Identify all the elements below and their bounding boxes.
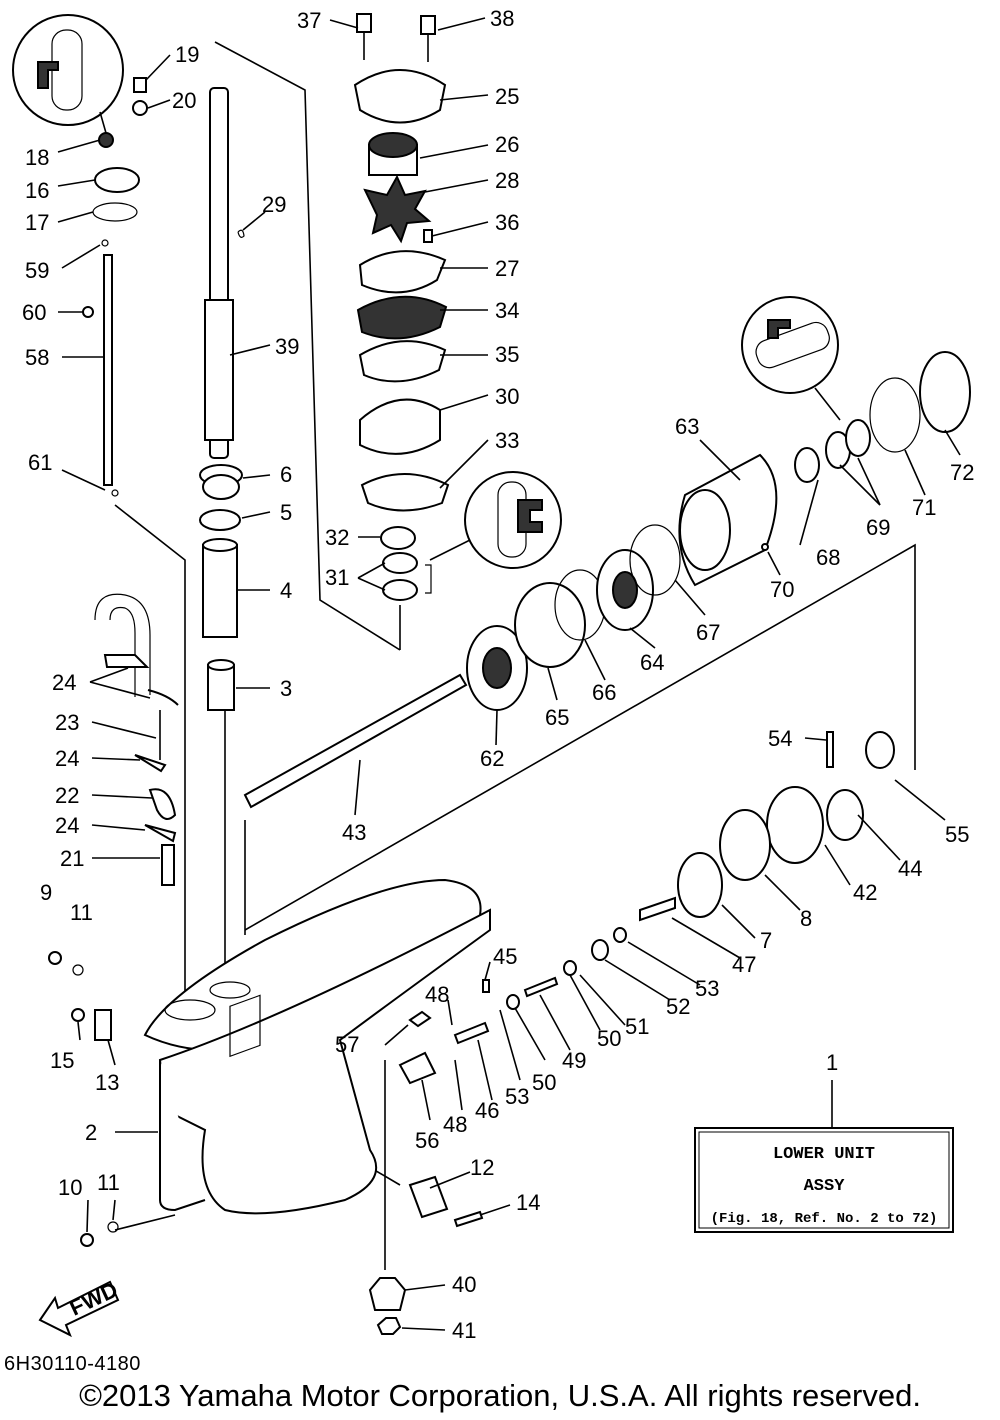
callout-3: 3: [280, 676, 292, 701]
sealant-detail-circle-2: [429, 471, 562, 569]
callout-leaders: [57, 17, 961, 1331]
copyright-notice: ©2013 Yamaha Motor Corporation, U.S.A. A…: [79, 1378, 921, 1413]
callout-10: 10: [58, 1175, 82, 1200]
callout-60: 60: [22, 300, 46, 325]
callout-43: 43: [342, 820, 366, 845]
callout-18: 18: [25, 145, 49, 170]
callout-11-a: 11: [70, 900, 93, 925]
callout-13: 13: [95, 1070, 119, 1095]
callout-57: 57: [335, 1032, 359, 1057]
drive-shaft-parts: [82, 77, 245, 711]
callout-71: 71: [912, 495, 936, 520]
assembly-subtitle: ASSY: [804, 1177, 846, 1196]
callout-8: 8: [800, 906, 812, 931]
callout-41: 41: [452, 1318, 476, 1343]
callout-49: 49: [562, 1048, 586, 1073]
callout-numbers: 37 38 19 20 25 26 28 18 16 17 29 36 59 2…: [22, 6, 974, 1343]
callout-24-c: 24: [55, 813, 79, 838]
callout-51: 51: [625, 1014, 649, 1039]
callout-20: 20: [172, 88, 196, 113]
callout-16: 16: [25, 178, 49, 203]
callout-70: 70: [770, 577, 794, 602]
callout-36: 36: [495, 210, 519, 235]
callout-32: 32: [325, 525, 349, 550]
callout-62: 62: [480, 746, 504, 771]
hose-fittings: [94, 593, 179, 886]
callout-24-a: 24: [52, 670, 76, 695]
callout-48-b: 48: [443, 1112, 467, 1137]
callout-65: 65: [545, 705, 569, 730]
callout-68: 68: [816, 545, 840, 570]
callout-44: 44: [898, 856, 922, 881]
callout-66: 66: [592, 680, 616, 705]
fwd-arrow: FWD: [38, 1277, 122, 1338]
callout-37: 37: [297, 8, 321, 33]
callout-55: 55: [945, 822, 969, 847]
callout-6: 6: [280, 462, 292, 487]
callout-22: 22: [55, 783, 79, 808]
callout-2: 2: [85, 1120, 97, 1145]
callout-40: 40: [452, 1272, 476, 1297]
callout-69: 69: [866, 515, 890, 540]
callout-4: 4: [280, 578, 292, 603]
callout-59: 59: [25, 258, 49, 283]
callout-19: 19: [175, 42, 199, 67]
callout-21: 21: [60, 846, 84, 871]
grease-detail-circle: [741, 296, 841, 421]
callout-53-a: 53: [695, 976, 719, 1001]
callout-35: 35: [495, 342, 519, 367]
callout-67: 67: [696, 620, 720, 645]
diagram-part-code: 6H30110-4180: [4, 1353, 141, 1375]
callout-29: 29: [262, 192, 286, 217]
assembly-title: LOWER UNIT: [773, 1145, 875, 1164]
callout-9: 9: [40, 880, 52, 905]
callout-63: 63: [675, 414, 699, 439]
callout-54: 54: [768, 726, 792, 751]
callout-17: 17: [25, 210, 49, 235]
callout-45: 45: [493, 944, 517, 969]
callout-72: 72: [950, 460, 974, 485]
callout-23: 23: [55, 710, 79, 735]
callout-39: 39: [275, 334, 299, 359]
callout-33: 33: [495, 428, 519, 453]
callout-27: 27: [495, 256, 519, 281]
callout-26: 26: [495, 132, 519, 157]
assembly-reference: (Fig. 18, Ref. No. 2 to 72): [711, 1211, 938, 1227]
lower-case-housing: [143, 878, 491, 1215]
callout-25: 25: [495, 84, 519, 109]
callout-14: 14: [516, 1190, 540, 1215]
callout-46: 46: [475, 1098, 499, 1123]
callout-56: 56: [415, 1128, 439, 1153]
assembly-box: 1 LOWER UNIT ASSY (Fig. 18, Ref. No. 2 t…: [694, 1050, 954, 1233]
callout-30: 30: [495, 384, 519, 409]
callout-53-b: 53: [505, 1084, 529, 1109]
callout-52: 52: [666, 994, 690, 1019]
callout-42: 42: [853, 880, 877, 905]
water-pump-parts: [353, 13, 450, 601]
callout-7: 7: [760, 928, 772, 953]
callout-61: 61: [28, 450, 52, 475]
callout-47: 47: [732, 952, 756, 977]
small-fasteners: [48, 951, 484, 1335]
callout-15: 15: [50, 1048, 74, 1073]
callout-12: 12: [470, 1155, 494, 1180]
callout-24-b: 24: [55, 746, 79, 771]
callout-28: 28: [495, 168, 519, 193]
fwd-label: FWD: [66, 1277, 122, 1321]
callout-34: 34: [495, 298, 519, 323]
callout-50-b: 50: [532, 1070, 556, 1095]
callout-48-a: 48: [425, 982, 449, 1007]
callout-38: 38: [490, 6, 514, 31]
callout-58: 58: [25, 345, 49, 370]
callout-50-a: 50: [597, 1026, 621, 1051]
callout-11-b: 11: [97, 1170, 120, 1195]
callout-5: 5: [280, 500, 292, 525]
callout-31: 31: [325, 565, 349, 590]
sealant-detail-circle-1: [12, 14, 124, 141]
callout-64: 64: [640, 650, 664, 675]
propeller-shaft-parts: [243, 351, 971, 1085]
assembly-ref-number: 1: [826, 1050, 838, 1075]
